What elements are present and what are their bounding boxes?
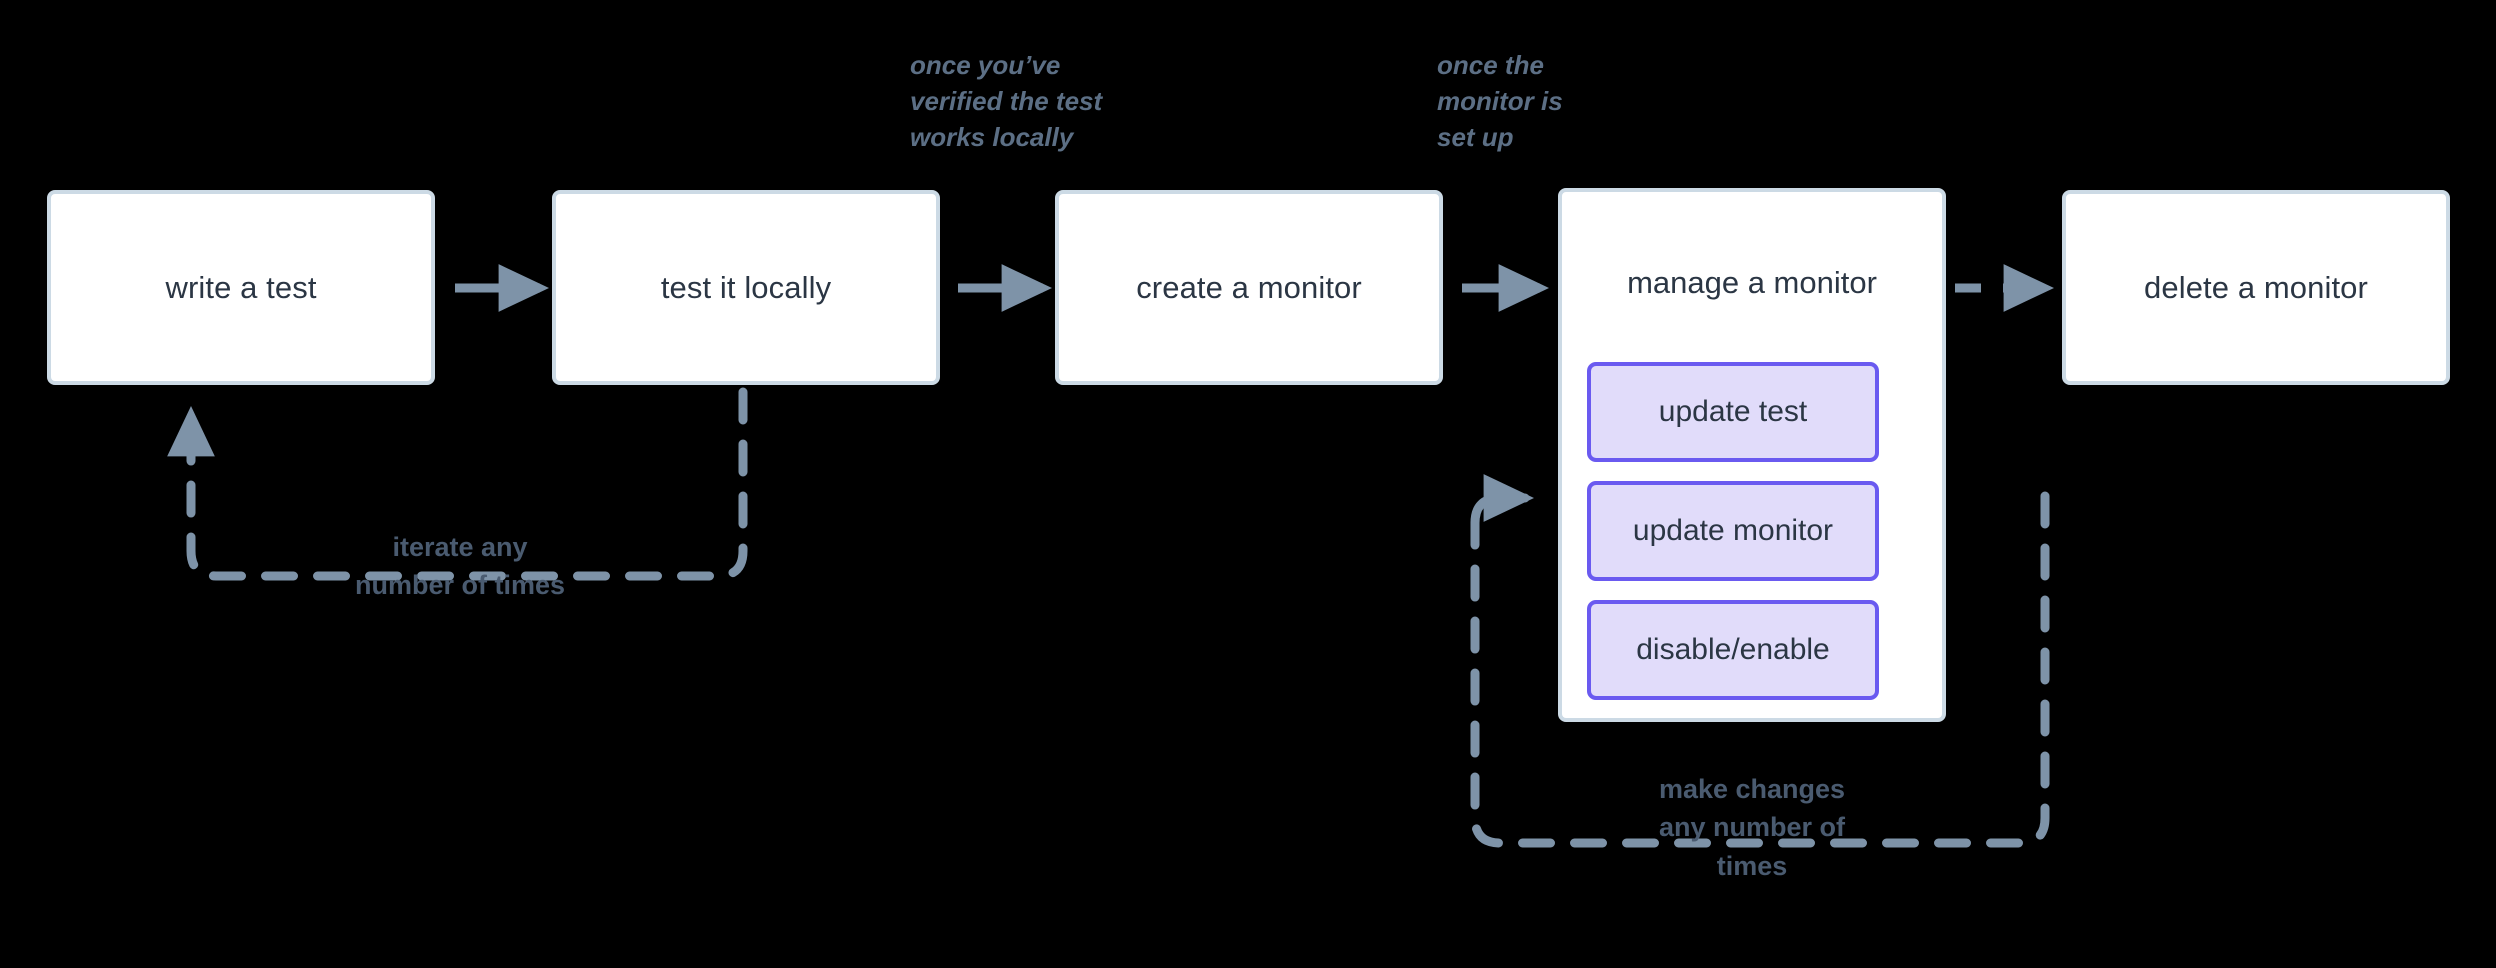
loop-label-iterate: iterate any number of times [354,532,566,601]
subnode-update-monitor[interactable]: update monitor [1587,481,1879,581]
node-test-it-locally[interactable]: test it locally [552,190,940,385]
loop-label-make-changes: make changes any number of times [1658,774,1846,881]
node-label-manage-a-monitor: manage a monitor [1627,265,1877,300]
subnode-label-update-monitor: update monitor [1632,514,1834,547]
node-label-create-a-monitor: create a monitor [1136,269,1362,305]
node-label-write-a-test: write a test [165,269,317,305]
edge-note-monitor-set-up: once the monitor is set up [1437,50,1563,152]
subnode-disable-enable[interactable]: disable/enable [1587,600,1879,700]
node-label-test-it-locally: test it locally [660,269,832,305]
manage-monitor-actions: update test update monitor disable/enabl… [1587,362,1879,719]
node-manage-a-monitor[interactable]: manage a monitor update test update moni… [1558,188,1946,722]
subnode-label-update-test: update test [1658,395,1808,428]
node-delete-a-monitor[interactable]: delete a monitor [2062,190,2450,385]
subnode-update-test[interactable]: update test [1587,362,1879,462]
node-create-a-monitor[interactable]: create a monitor [1055,190,1443,385]
edge-note-verified-locally: once you’ve verified the test works loca… [910,50,1103,152]
node-label-delete-a-monitor: delete a monitor [2144,269,2368,305]
node-write-a-test[interactable]: write a test [47,190,435,385]
subnode-label-disable-enable: disable/enable [1636,633,1830,666]
